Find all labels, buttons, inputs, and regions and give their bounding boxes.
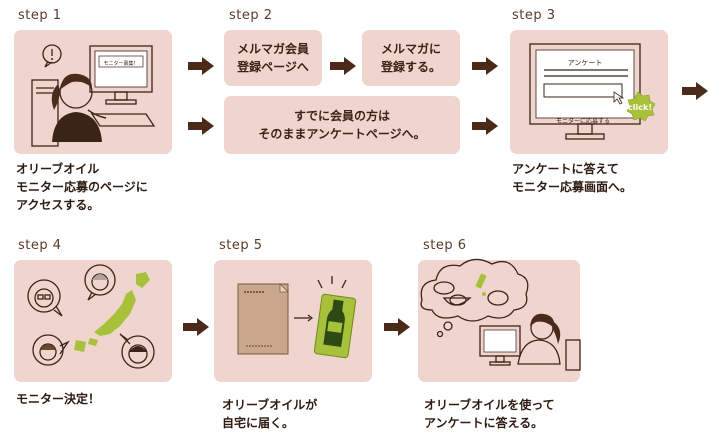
arrow-right-icon [330,57,356,75]
step-1-illustration: モニター募集！ [14,30,172,154]
arrow-right-icon [472,57,498,75]
caption-line: オリーブオイルを使って [424,398,555,412]
step-2-box-register: メルマガに 登録する。 [362,30,460,86]
step-5-label: step 5 [219,238,263,253]
survey-title: アンケート [567,59,603,67]
arrow-right-icon [384,318,410,336]
japan-map-faces-icon [27,264,155,369]
arrow-right-icon [188,57,214,75]
step-3-illustration: アンケート モニターに応募する click! [510,30,668,154]
caption-line: モニター応募画面へ。 [512,180,633,194]
arrow-right-icon [188,117,214,135]
box-line: すでに会員の方は [293,109,391,123]
caption-line: オリーブオイル [16,162,100,176]
step-4-illustration [14,260,172,382]
arrow-right-icon [472,117,498,135]
caption-line: モニター応募のページに [16,180,148,194]
step-2-box-register-page: メルマガ会員 登録ページへ [224,30,322,86]
caption-line: モニター決定！ [16,392,101,406]
click-badge: click! [628,103,652,112]
caption-line: アクセスする。 [16,198,100,212]
step-3-label: step 3 [512,8,556,23]
cooking-survey-icon [420,258,581,371]
step-2-label: step 2 [229,8,273,23]
caption-line: アンケートに答えて [512,162,619,176]
step-2-box-existing-member: すでに会員の方は そのままアンケートページへ。 [224,96,460,154]
apply-monitor-button[interactable]: モニターに応募する [555,118,610,125]
caption-line: オリーブオイルが [222,398,318,412]
arrow-right-icon [682,82,708,100]
box-line: そのままアンケートページへ。 [258,127,426,141]
step-1-label: step 1 [18,8,62,23]
monitor-screen-text: モニター募集！ [103,61,139,67]
step-6-caption: オリーブオイルを使って アンケートに答える。 [424,396,555,432]
caption-line: 自宅に届く。 [222,416,295,430]
caption-line: アンケートに答える。 [424,416,544,430]
delivery-package-icon [237,276,357,359]
box-line: 登録する。 [380,60,441,74]
arrow-right-icon [183,318,209,336]
step-3-caption: アンケートに答えて モニター応募画面へ。 [512,160,632,196]
box-line: メルマガに [380,42,441,56]
box-line: 登録ページへ [237,60,309,74]
step-4-label: step 4 [18,238,62,253]
step-5-caption: オリーブオイルが 自宅に届く。 [222,396,317,432]
step-6-label: step 6 [423,238,467,253]
person-at-computer-icon [31,44,156,147]
step-4-caption: モニター決定！ [16,390,100,408]
step-5-illustration [214,260,372,382]
survey-monitor-icon [529,43,656,140]
box-line: メルマガ会員 [236,42,309,56]
step-1-caption: オリーブオイル モニター応募のページに アクセスする。 [16,160,148,214]
